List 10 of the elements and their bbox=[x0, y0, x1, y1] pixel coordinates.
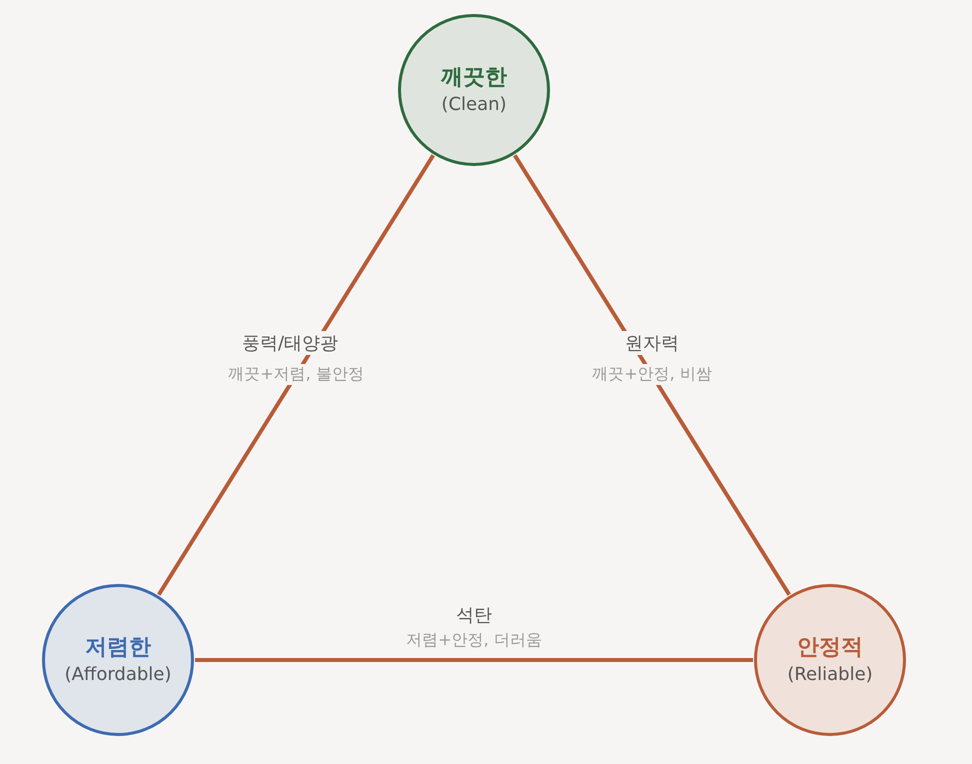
connector-line bbox=[195, 658, 753, 662]
node-subtitle: (Affordable) bbox=[64, 662, 172, 686]
connector-line bbox=[157, 154, 435, 596]
node-subtitle: (Clean) bbox=[441, 92, 507, 116]
connector-line bbox=[513, 154, 791, 596]
node-title: 저렴한 bbox=[85, 634, 151, 662]
node-title: 깨끗한 bbox=[441, 64, 507, 92]
trade-off-note: 깨끗+안정, 비쌈 bbox=[589, 364, 715, 385]
node-subtitle: (Reliable) bbox=[787, 662, 873, 686]
node-title: 안정적 bbox=[797, 634, 863, 662]
